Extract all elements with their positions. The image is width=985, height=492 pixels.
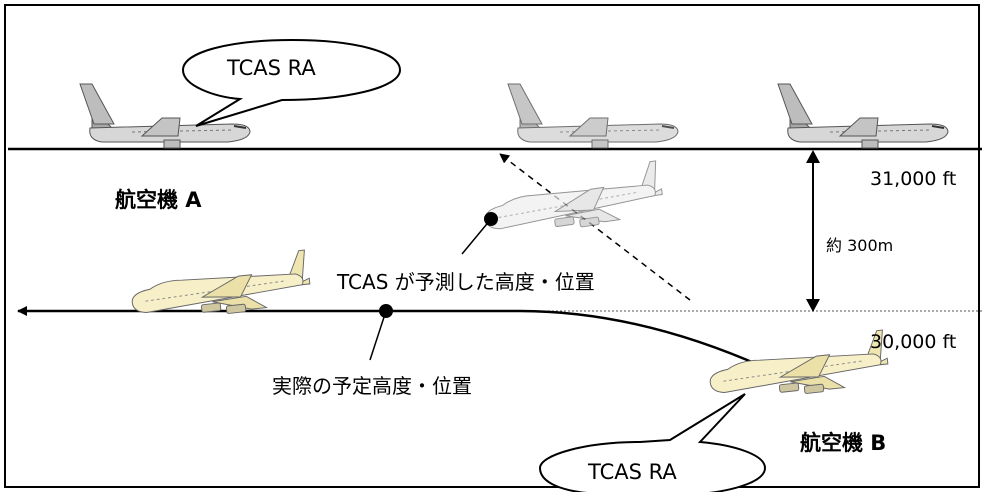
aircraft-a-label: 航空機 A xyxy=(115,188,202,212)
predicted-position-leader xyxy=(461,218,492,255)
predicted-trajectory-arrow xyxy=(499,153,691,301)
actual-position-label: 実際の予定高度・位置 xyxy=(272,374,472,398)
speech-bubble-icon xyxy=(181,38,402,127)
callout-b-text: TCAS RA xyxy=(588,460,677,484)
predicted-position-label: TCAS が予測した高度・位置 xyxy=(337,270,595,294)
callout-a-text: TCAS RA xyxy=(227,56,316,80)
aircraft-b-flight-path xyxy=(17,306,771,372)
altitude-30000-label: 30,000 ft xyxy=(870,331,957,353)
diagram-frame xyxy=(4,4,980,488)
airplane-icon xyxy=(507,83,679,149)
separation-label: 約 300m xyxy=(826,236,894,255)
aircraft-b-label: 航空機 B xyxy=(800,431,887,455)
airplane-icon xyxy=(128,249,313,324)
actual-position-leader xyxy=(369,310,387,361)
speech-bubble-icon xyxy=(538,393,767,492)
airplane-icon xyxy=(706,329,891,404)
double-arrow-icon xyxy=(806,150,820,312)
altitude-31000-label: 31,000 ft xyxy=(870,168,957,190)
airplane-icon xyxy=(480,160,666,241)
airplane-icon xyxy=(777,83,949,149)
